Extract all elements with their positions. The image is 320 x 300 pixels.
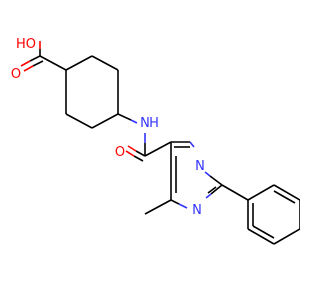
bond-ph-5 xyxy=(247,228,275,245)
atom-label-amide-nitrogen: N xyxy=(140,116,150,131)
molecule-structure-diagram: HO O N H O N N xyxy=(11,37,300,245)
atom-label-hydroxyl: HO xyxy=(16,37,36,52)
bond-ph-4 xyxy=(273,228,300,245)
bond-ph-1 xyxy=(247,184,275,201)
bond-acid-c-o-double-b-hetero xyxy=(23,65,34,72)
bond-pyr-c2-n3 xyxy=(210,184,223,195)
bond-cyc-4 xyxy=(91,113,119,129)
bond-cyc-5 xyxy=(65,113,93,129)
bond-amide-c-o-double-a xyxy=(135,150,146,157)
bond-amide-c-o-double-b xyxy=(133,155,144,162)
bond-cyc-2 xyxy=(91,55,119,71)
bond-ring-to-acid-carbon xyxy=(39,55,67,71)
bond-c4-to-methyl xyxy=(144,199,172,215)
bond-pyr-n1-c2 xyxy=(209,175,223,186)
bond-amide-c-o-double-a-hetero xyxy=(127,145,137,152)
bond-pyr-n3-c4-hetero xyxy=(178,203,188,209)
bond-cyc-1 xyxy=(65,55,93,71)
bond-ring-to-nh xyxy=(117,113,132,121)
bond-pyr-c2-n3-inner xyxy=(207,186,217,194)
bond-acid-c-o-double-a xyxy=(29,55,41,62)
bond-ph-inner-2 xyxy=(252,225,275,239)
bond-pyr-to-phenyl xyxy=(221,184,249,201)
atom-label-pyrimidine-n1: N xyxy=(195,159,205,174)
atom-label-amide-oxygen: O xyxy=(115,145,125,160)
bond-pyr-n3-c4 xyxy=(170,199,180,205)
bond-amide-c-o-double-b-hetero xyxy=(125,150,135,157)
bond-ring-to-nh-hetero xyxy=(130,119,138,124)
bond-ph-2 xyxy=(273,184,300,201)
bond-acid-c-o-double-b xyxy=(32,60,44,67)
atom-label-amide-hydrogen: H xyxy=(149,116,159,131)
atom-label-pyrimidine-n3: N xyxy=(192,203,202,218)
bond-amide-c-to-pyrimidine xyxy=(144,141,172,157)
bond-pyr-c6-n1-hetero xyxy=(189,141,195,148)
bond-acid-c-o-double-a-hetero xyxy=(20,60,31,67)
bond-ph-inner-1 xyxy=(273,190,296,204)
bond-pyr-c2-n3-hetero xyxy=(205,193,212,199)
atom-label-carboxyl-oxygen: O xyxy=(11,67,21,82)
bond-pyr-n1-c2-hetero xyxy=(204,171,211,177)
